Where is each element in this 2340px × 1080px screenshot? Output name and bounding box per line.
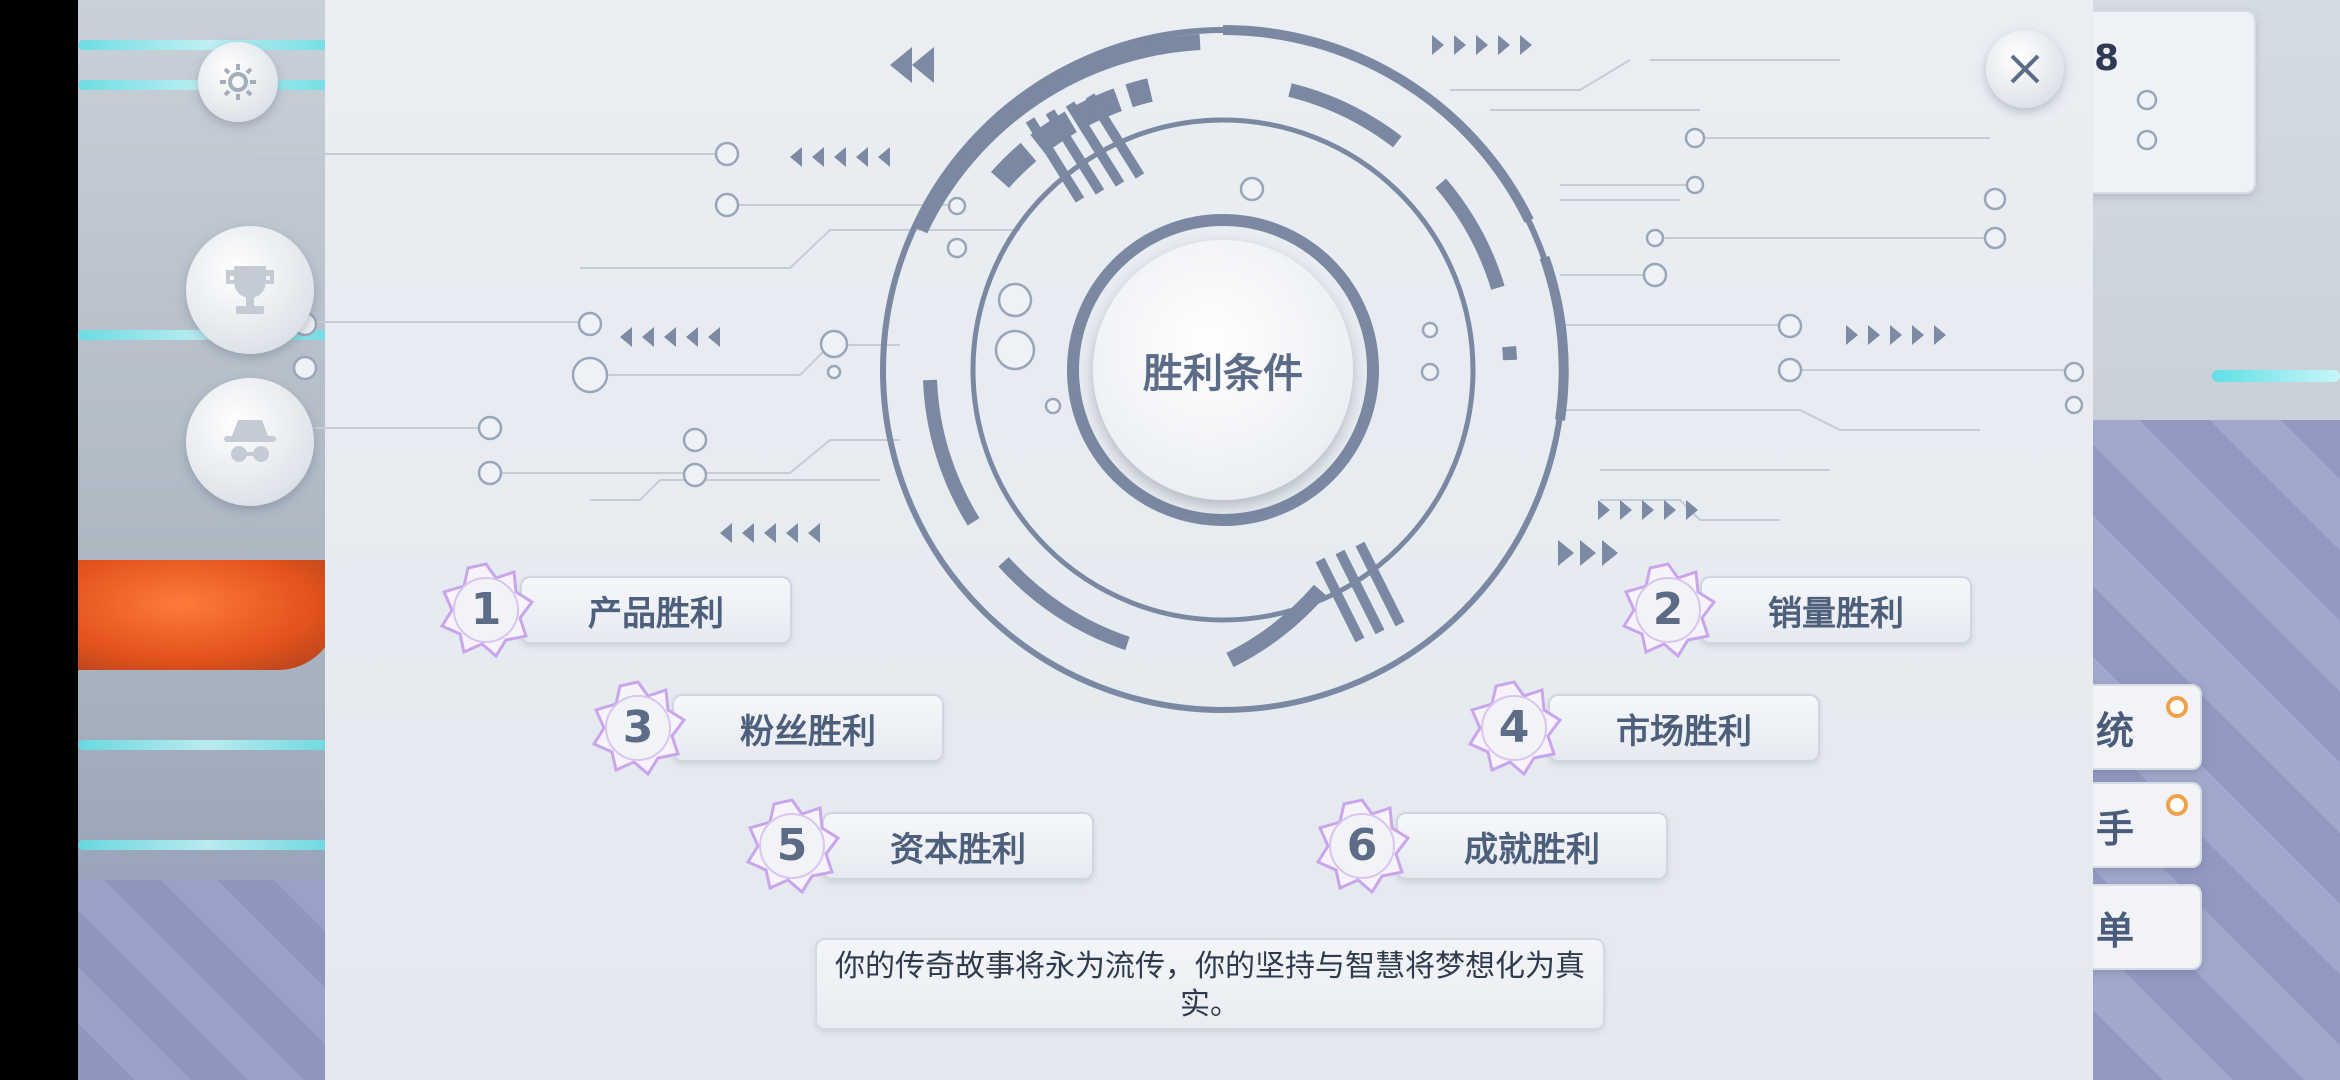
- condition-badge: 1: [438, 562, 535, 659]
- center-title: 胜利条件: [1093, 240, 1353, 500]
- background-scene-left: [78, 0, 338, 1080]
- spy-icon: [224, 420, 276, 462]
- condition-number: 1: [470, 584, 502, 635]
- notification-dot: [2166, 696, 2188, 718]
- trophy-icon: [226, 266, 274, 314]
- victory-quote: 你的传奇故事将永为流传，你的坚持与智慧将梦想化为真实。: [815, 938, 1605, 1030]
- condition-badge: 2: [1620, 562, 1717, 659]
- condition-label[interactable]: 销量胜利: [1700, 576, 1972, 644]
- condition-number: 5: [776, 820, 808, 871]
- system-button-label: 统: [2096, 708, 2135, 753]
- condition-label[interactable]: 资本胜利: [822, 812, 1094, 880]
- condition-label[interactable]: 市场胜利: [1548, 694, 1820, 762]
- resource-value: 8: [2094, 38, 2120, 79]
- condition-label[interactable]: 粉丝胜利: [672, 694, 944, 762]
- settings-button[interactable]: [198, 42, 278, 122]
- condition-label[interactable]: 成就胜利: [1396, 812, 1668, 880]
- condition-number: 4: [1498, 702, 1530, 753]
- condition-badge: 4: [1466, 680, 1563, 777]
- close-icon: [2010, 54, 2040, 84]
- notification-dot: [2166, 794, 2188, 816]
- spy-button[interactable]: [186, 378, 314, 506]
- close-button[interactable]: [1986, 30, 2064, 108]
- condition-label[interactable]: 产品胜利: [520, 576, 792, 644]
- condition-number: 2: [1652, 584, 1684, 635]
- assistant-button-label: 手: [2096, 806, 2135, 851]
- assistant-button[interactable]: 手: [2080, 782, 2202, 868]
- trophy-button[interactable]: [186, 226, 314, 354]
- system-button[interactable]: 统: [2080, 684, 2202, 770]
- victory-conditions-panel: [325, 0, 2093, 1080]
- list-button-label: 单: [2096, 908, 2135, 953]
- condition-badge: 5: [744, 798, 841, 895]
- condition-number: 6: [1346, 820, 1378, 871]
- condition-number: 3: [622, 702, 654, 753]
- gear-icon: [220, 64, 256, 100]
- condition-badge: 3: [590, 680, 687, 777]
- condition-badge: 6: [1314, 798, 1411, 895]
